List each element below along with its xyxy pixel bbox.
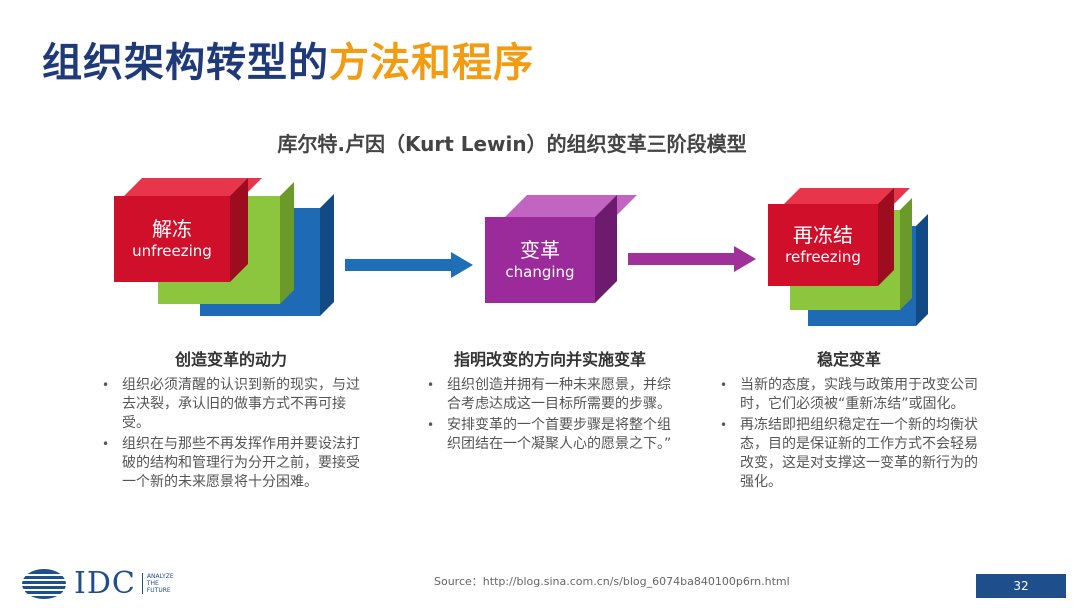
red-cube-front: 再冻结 refreezing [768, 204, 878, 286]
stage1-heading: 创造变革的动力 [174, 350, 287, 369]
red-cube-right [878, 188, 894, 286]
logo-tagline-line: ANALYZE [146, 573, 174, 580]
arrow-right-icon [345, 252, 473, 278]
globe-icon [22, 568, 66, 599]
bullet-text: 再冻结即把组织稳定在一个新的均衡状态，目的是保证新的工作方式不会轻易改变，这是对… [740, 417, 978, 490]
stage2-description: 指明改变的方向并实施变革 • 组织创造并拥有一种未来愿景，并综合考虑达成这一目标所… [425, 346, 675, 456]
page-number: 32 [976, 574, 1066, 598]
source-citation: Source：http://blog.sina.com.cn/s/blog_60… [434, 575, 790, 588]
refreezing-cube-stack: 再冻结 refreezing [768, 186, 938, 331]
purple-cube-top [505, 195, 637, 217]
stage3-description: 稳定变革 • 当新的态度，实践与政策用于改变公司时，它们必须被“重新冻结”或固化。… [718, 346, 980, 494]
stage2-en-label: changing [505, 263, 575, 281]
logo-wordmark: IDC [74, 566, 136, 601]
stage3-heading: 稳定变革 [816, 350, 881, 369]
unfreezing-cube-stack: 解冻 unfreezing [110, 178, 340, 323]
model-subtitle: 库尔特.卢因（Kurt Lewin）的组织变革三阶段模型 [277, 132, 747, 156]
slide-title-part2: 方法和程序 [329, 40, 534, 86]
bullet-text: 组织在与那些不再发挥作用并要设法打破的结构和管理行为分开之前，要接受一个新的未来… [122, 436, 360, 490]
red-cube-front: 解冻 unfreezing [114, 196, 230, 282]
bullet-text: 当新的态度，实践与政策用于改变公司时，它们必须被“重新冻结”或固化。 [740, 377, 978, 412]
logo-tagline-line: FUTURE [146, 587, 171, 594]
list-item: • 组织必须清醒的认识到新的现实，与过去决裂，承认旧的做事方式不再可接受。 [100, 376, 362, 433]
stage2-heading: 指明改变的方向并实施变革 [453, 350, 646, 369]
green-layer-right [280, 182, 294, 304]
list-item: • 安排变革的一个首要步骤是将整个组织团结在一个凝聚人心的愿景之下。” [425, 416, 675, 454]
slide-title-part1: 组织架构转型的 [42, 40, 329, 86]
slide-title: 组织架构转型的方法和程序 [42, 30, 534, 88]
bullet-text: 安排变革的一个首要步骤是将整个组织团结在一个凝聚人心的愿景之下。” [447, 417, 672, 452]
stage3-zh-label: 再冻结 [793, 223, 853, 247]
bullet-icon: • [102, 437, 110, 451]
changing-cube: 变革 changing [485, 195, 637, 305]
stage2-bullet-list: • 组织创造并拥有一种未来愿景，并综合考虑达成这一目标所需要的步骤。 • 安排变革的… [425, 376, 675, 454]
list-item: • 再冻结即把组织稳定在一个新的均衡状态，目的是保证新的工作方式不会轻易改变，这是… [718, 416, 980, 492]
blue-layer-right [320, 194, 334, 316]
bullet-text: 组织创造并拥有一种未来愿景，并综合考虑达成这一目标所需要的步骤。 [447, 377, 671, 412]
bullet-text: 组织必须清醒的认识到新的现实，与过去决裂，承认旧的做事方式不再可接受。 [122, 377, 360, 431]
logo-tagline-line: THE [146, 580, 159, 587]
stage3-bullet-list: • 当新的态度，实践与政策用于改变公司时，它们必须被“重新冻结”或固化。 • 再冻结… [718, 376, 980, 492]
blue-layer-right [916, 214, 928, 326]
list-item: • 当新的态度，实践与政策用于改变公司时，它们必须被“重新冻结”或固化。 [718, 376, 980, 414]
list-item: • 组织创造并拥有一种未来愿景，并综合考虑达成这一目标所需要的步骤。 [425, 376, 675, 414]
bullet-icon: • [720, 418, 728, 432]
bullet-icon: • [427, 418, 435, 432]
bullet-icon: • [102, 378, 110, 392]
stage3-en-label: refreezing [785, 248, 861, 266]
green-layer-right [900, 198, 912, 310]
red-cube-right [230, 178, 248, 282]
stage1-description: 创造变革的动力 • 组织必须清醒的认识到新的现实，与过去决裂，承认旧的做事方式不再… [100, 346, 362, 494]
stage1-bullet-list: • 组织必须清醒的认识到新的现实，与过去决裂，承认旧的做事方式不再可接受。 • 组织… [100, 376, 362, 492]
stage1-en-label: unfreezing [132, 242, 212, 260]
arrow-right-icon [628, 246, 756, 272]
stage2-zh-label: 变革 [520, 238, 560, 262]
list-item: • 组织在与那些不再发挥作用并要设法打破的结构和管理行为分开之前，要接受一个新的未… [100, 435, 362, 492]
logo-tagline: ANALYZE THE FUTURE [141, 573, 174, 594]
bullet-icon: • [720, 378, 728, 392]
purple-cube-front: 变革 changing [485, 217, 595, 303]
idc-logo: IDC ANALYZE THE FUTURE [20, 566, 174, 601]
bullet-icon: • [427, 378, 435, 392]
stage1-zh-label: 解冻 [152, 217, 192, 241]
